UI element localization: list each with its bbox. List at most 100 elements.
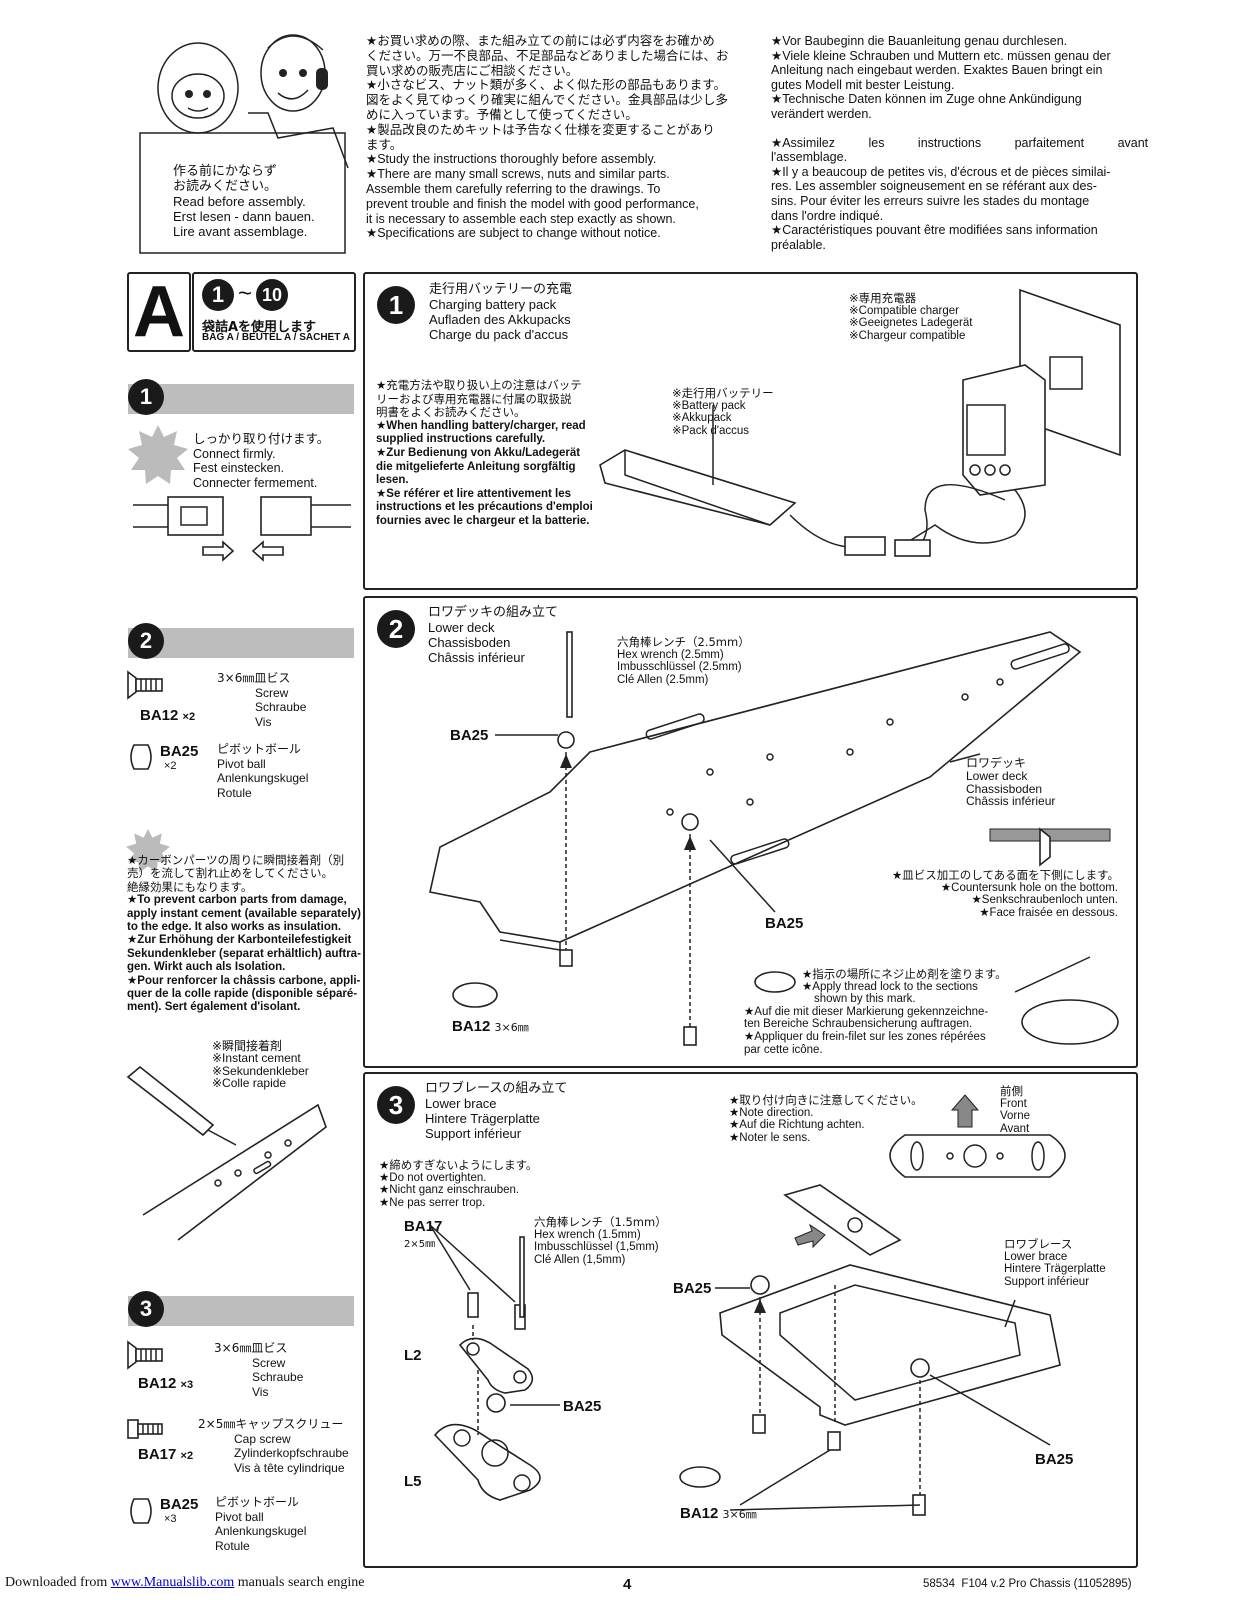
side-step-3-bar: 3 <box>128 1291 354 1327</box>
direction-note: ★取り付け向きに注意してください。 ★Note direction. ★Auf … <box>729 1093 923 1144</box>
l5-callout: L5 <box>404 1473 422 1490</box>
l2-callout: L2 <box>404 1347 422 1364</box>
sign-line: Erst lesen - dann bauen. <box>173 209 315 224</box>
panel-1-title: 走行用バッテリーの充電 Charging battery pack Auflad… <box>429 282 573 342</box>
sign-line: お読みください。 <box>173 179 278 194</box>
panel-step-1 <box>363 272 1138 590</box>
panel-step-3 <box>363 1072 1138 1568</box>
countersunk-screw-icon <box>127 670 163 700</box>
panel-3-title: ロワブレースの組み立て Lower brace Hintere Trägerpl… <box>425 1081 568 1141</box>
ba25-callout: BA25 <box>1035 1451 1074 1468</box>
lower-brace-label: ロワブレース Lower brace Hintere Trägerplatte … <box>1004 1237 1106 1288</box>
panel-2-title: ロワデッキの組み立て Lower deck Chassisboden Châss… <box>428 605 559 665</box>
pivot-ball-icon <box>130 744 152 770</box>
read-before-sign: 作る前にかならず お読みください。 Read before assembly. … <box>173 164 315 239</box>
cement-tube-illustration <box>126 1065 327 1241</box>
part-code-ba12: BA12 ×3 <box>138 1375 194 1392</box>
intro-line: verändert werden. <box>771 106 872 121</box>
part-code-ba25: BA25 ×2 <box>160 743 199 772</box>
tagline-text: manuals search engine <box>237 1575 365 1590</box>
instant-cement-label: ※瞬間接着剤 ※Instant cement ※Sekundenkleber ※… <box>212 1039 309 1091</box>
charger-label: ※専用充電器 ※Compatible charger ※Geeignetes L… <box>849 291 973 342</box>
sign-line: 作る前にかならず <box>173 164 277 179</box>
manualslib-link[interactable]: www.Manualslib.com <box>110 1575 235 1590</box>
intro-line: it is necessary to assemble each step ex… <box>366 211 676 226</box>
note-line: Fest einstecken. <box>193 461 285 475</box>
intro-line: ★Viele kleine Schrauben und Muttern etc.… <box>771 48 1111 63</box>
intro-line: préalable. <box>771 237 826 252</box>
part-desc-screw: 3×6㎜皿ビス Screw Schraube Vis <box>214 1341 304 1399</box>
intro-line: l'assemblage. <box>771 150 848 165</box>
side-step-2-bar: 2 <box>128 623 354 659</box>
intro-line: ★Study the instructions thoroughly befor… <box>366 152 657 167</box>
part-code-ba25: BA25 ×3 <box>160 1496 199 1525</box>
sign-line: Read before assembly. <box>173 194 306 209</box>
intro-line: ください。万一不良部品、不足部品などありました場合には、お <box>366 47 729 63</box>
part-code-ba12: BA12 ×2 <box>140 707 196 724</box>
lower-deck-label: ロワデッキ Lower deck Chassisboden Châssis in… <box>966 756 1056 809</box>
bag-jp-label: 袋詰Aを使用します <box>202 320 317 335</box>
ba12-callout: BA12 3×6㎜ <box>680 1505 757 1522</box>
mascot-illustration <box>139 34 349 254</box>
side-step-1-bar: 1 <box>128 379 354 415</box>
intro-line: ★Specifications are subject to change wi… <box>366 226 661 241</box>
part-code-ba17: BA17 ×2 <box>138 1446 194 1463</box>
hex-wrench-label: 六角棒レンチ（2.5mm） Hex wrench (2.5mm) Imbussc… <box>617 635 750 686</box>
panel-1-badge: 1 <box>377 286 415 324</box>
starburst-icon <box>128 425 188 484</box>
intro-line: ★There are many small screws, nuts and s… <box>366 167 670 182</box>
countersunk-screw-icon <box>127 1340 163 1370</box>
ba25-callout: BA25 <box>765 915 804 932</box>
intro-line: prevent trouble and finish the model wit… <box>366 196 699 211</box>
lower-deck-illustration <box>429 631 1119 1046</box>
intro-line: ★Technische Daten können im Zuge ohne An… <box>771 92 1082 107</box>
sign-line: Lire avant assemblage. <box>173 224 308 239</box>
part-desc-screw: 3×6㎜皿ビス Screw Schraube Vis <box>217 671 307 729</box>
step-range-tilde: ~ <box>238 280 253 307</box>
step-to-badge: 10 <box>256 279 288 311</box>
intro-line: 図をよく見てゆっくり確実に組んでください。金具部品は少し多 <box>366 92 728 108</box>
intro-line: ★Vor Baubeginn die Bauanleitung genau du… <box>771 34 1068 48</box>
ba25-callout: BA25 <box>673 1280 712 1297</box>
starburst-icon <box>126 829 170 873</box>
connector-diagram <box>133 496 351 562</box>
lower-brace-illustration <box>429 1094 1066 1516</box>
intro-line: ★小さなビス、ナット類が多く、よく似た形の部品もあります。 <box>366 77 726 93</box>
intro-line: ます。 <box>366 136 403 152</box>
side-step-2-badge: 2 <box>128 623 164 659</box>
intro-line: ★Assimilez les instructions parfaitement… <box>771 135 1149 150</box>
part-desc-capscrew: 2×5㎜キャップスクリュー Cap screw Zylinderkopfschr… <box>198 1417 349 1475</box>
bag-letter: A <box>133 272 185 352</box>
bag-letter-box: A <box>127 272 191 352</box>
intro-line: sins. Pour éviter les erreurs suivre les… <box>771 193 1090 208</box>
pivot-ball-icon <box>130 1498 152 1524</box>
ba25-callout: BA25 <box>450 727 489 744</box>
download-text: Downloaded from <box>5 1575 108 1590</box>
step-from-badge: 1 <box>202 279 234 311</box>
note-line: Connecter fermement. <box>193 475 318 490</box>
intro-line: ★Caractéristiques pouvant être modifiées… <box>771 223 1098 238</box>
intro-column-1: ★お買い求めの際、また組み立ての前には必ず内容をお確かめ ください。万一不良部品… <box>366 33 731 241</box>
battery-charger-illustration <box>599 288 1121 557</box>
intro-line: ★お買い求めの際、また組み立ての前には必ず内容をお確かめ <box>366 33 715 48</box>
front-label: 前側 Front Vorne Avant <box>1000 1084 1031 1135</box>
intro-line: Anleitung nach eingebaut werden. Exaktes… <box>771 63 1103 78</box>
note-line: Connect firmly. <box>193 446 276 461</box>
intro-line: 買い求めの販売店にご相談ください。 <box>366 62 579 78</box>
intro-line: Assemble them carefully referring to the… <box>366 181 661 196</box>
side-step-1-badge: 1 <box>128 379 164 415</box>
intro-line: res. Les assembler soigneusement en se r… <box>771 179 1097 194</box>
cap-screw-icon <box>127 1419 163 1439</box>
carbon-parts-note: ★カーボンパーツの周りに瞬間接着剤（別 売）を流して割れ止めをしてください。 絶… <box>127 853 361 1014</box>
panel-step-2 <box>363 596 1138 1068</box>
product-code: 58534 F104 v.2 Pro Chassis (11052895) <box>923 1578 1132 1590</box>
page-number: 4 <box>623 1576 632 1593</box>
side-step-3-badge: 3 <box>128 1291 164 1327</box>
bag-label: BAG A / BEUTEL A / SACHET A <box>202 332 350 343</box>
hex-wrench-label: 六角棒レンチ（1.5mm） Hex wrench (1.5mm) Imbussc… <box>534 1215 667 1266</box>
panel-3-badge: 3 <box>377 1086 415 1124</box>
battery-label: ※走行用バッテリー ※Battery pack ※Akkupack ※Pack … <box>672 386 774 437</box>
intro-line <box>771 122 1136 136</box>
bag-info-box: 1 ~ 10 袋詰Aを使用します BAG A / BEUTEL A / SACH… <box>192 272 356 352</box>
countersunk-note: ★皿ビス加工のしてある面を下側にします。 ★Countersunk hole o… <box>892 868 1119 919</box>
